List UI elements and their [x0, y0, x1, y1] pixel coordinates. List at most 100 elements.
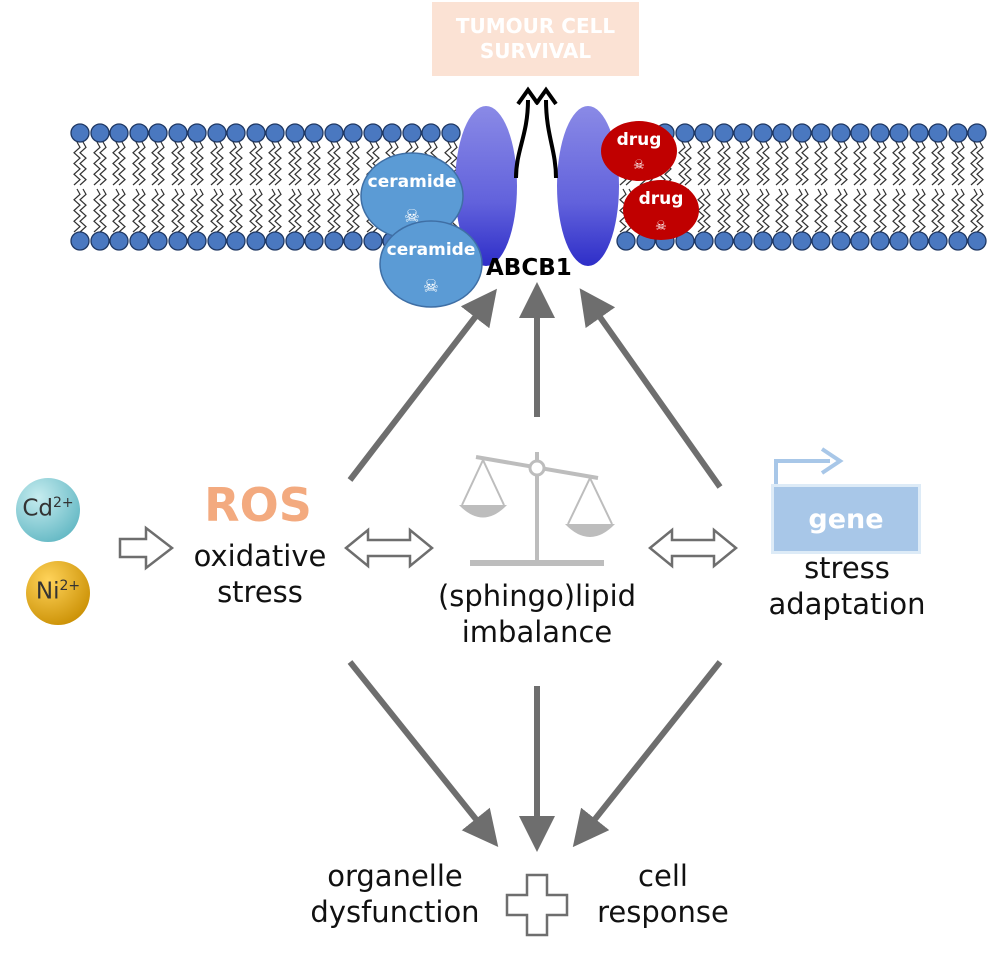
lipid-head [811, 123, 831, 143]
lipid-tail [820, 188, 828, 233]
lipid-tail [249, 141, 257, 186]
lipid-tail [703, 141, 711, 186]
lipid-tail [93, 141, 101, 186]
lipid-head [129, 123, 149, 143]
lipid-tail [216, 188, 224, 233]
drug-label-upper: drug [616, 130, 662, 150]
lipid-tail [73, 188, 81, 233]
skull-icon: ☠ [633, 158, 645, 173]
lipid-head [207, 231, 227, 251]
arrow-lipid-gene-bidirectional [648, 527, 738, 569]
lipid-tail [970, 141, 978, 186]
lipid-tail [717, 188, 725, 233]
ceramide-label-lower: ceramide [386, 240, 476, 260]
lipid-tail [957, 188, 965, 233]
lipid-head [70, 231, 90, 251]
lipid-head [207, 123, 227, 143]
balance-scale-icon [459, 452, 615, 566]
lipid-tail [814, 141, 822, 186]
lipid-tail [775, 188, 783, 233]
ceramide-label-upper: ceramide [367, 172, 457, 192]
lipid-tail [118, 141, 126, 186]
lipid-tail [678, 141, 686, 186]
lipid-head [70, 123, 90, 143]
lipid-head [889, 123, 909, 143]
lipid-head [733, 123, 753, 143]
lipid-head [675, 123, 695, 143]
lipid-tail [307, 141, 315, 186]
lipid-tail [171, 188, 179, 233]
lipid-tail [229, 141, 237, 186]
lipid-tail [775, 141, 783, 186]
lipid-tail [834, 188, 842, 233]
lipid-head [304, 123, 324, 143]
lipid-tail [352, 141, 360, 186]
lipid-tail [93, 188, 101, 233]
cadmium-ion [16, 478, 80, 542]
lipid-tail [970, 188, 978, 233]
lipid-tail [229, 188, 237, 233]
lipid-tail [898, 188, 906, 233]
lipid-tail [879, 141, 887, 186]
lipid-head [382, 123, 402, 143]
lipid-tail [853, 141, 861, 186]
lipid-tail [255, 188, 263, 233]
lipid-tail [723, 188, 731, 233]
arrow-ros-to-outcome [347, 660, 499, 848]
arrow-metals-to-ros [118, 525, 175, 571]
lipid-head [168, 231, 188, 251]
drug-label-lower: drug [638, 189, 684, 209]
skull-icon: ☠ [404, 206, 420, 227]
lipid-tail [177, 188, 185, 233]
lipid-head [304, 231, 324, 251]
nickel-ion [26, 561, 90, 625]
lipid-head [753, 231, 773, 251]
lipid-head [246, 231, 266, 251]
lipid-tail [762, 188, 770, 233]
lipid-tail [177, 141, 185, 186]
lipid-head [792, 231, 812, 251]
lipid-tail [742, 188, 750, 233]
lipid-tail [879, 188, 887, 233]
lipid-head [889, 231, 909, 251]
lipid-head [363, 123, 383, 143]
lipid-tail [171, 141, 179, 186]
lipid-tail [327, 188, 335, 233]
lipid-head [246, 123, 266, 143]
lipid-head [772, 231, 792, 251]
lipid-tail [931, 141, 939, 186]
lipid-tail [898, 141, 906, 186]
lipid-tail [346, 141, 354, 186]
lipid-head [967, 123, 987, 143]
lipid-tail [859, 141, 867, 186]
lipid-head [714, 231, 734, 251]
lipid-tail [976, 141, 984, 186]
lipid-head [129, 231, 149, 251]
lipid-head [928, 123, 948, 143]
lipid-tail [138, 188, 146, 233]
lipid-head [792, 123, 812, 143]
lipid-head [850, 123, 870, 143]
lipid-tail [73, 141, 81, 186]
lipid-head [616, 231, 636, 251]
lipid-tail [235, 188, 243, 233]
lipid-tail [99, 141, 107, 186]
drug-molecule-lower: ☠ [623, 180, 699, 240]
lipid-tail [327, 141, 335, 186]
title-line-1: TUMOUR CELL [455, 14, 616, 38]
lipid-tail [138, 141, 146, 186]
tumour-cell-survival-box: TUMOUR CELL SURVIVAL [432, 2, 639, 76]
lipid-tail [840, 188, 848, 233]
lipid-tail [307, 188, 315, 233]
abcb1-label: ABCB1 [486, 255, 572, 281]
lipid-tail [723, 141, 731, 186]
lipid-tail [801, 188, 809, 233]
arrow-ros-lipid-bidirectional [344, 527, 434, 569]
lipid-tail [937, 188, 945, 233]
lipid-tail [99, 188, 107, 233]
lipid-head [694, 123, 714, 143]
lipid-tail [742, 141, 750, 186]
